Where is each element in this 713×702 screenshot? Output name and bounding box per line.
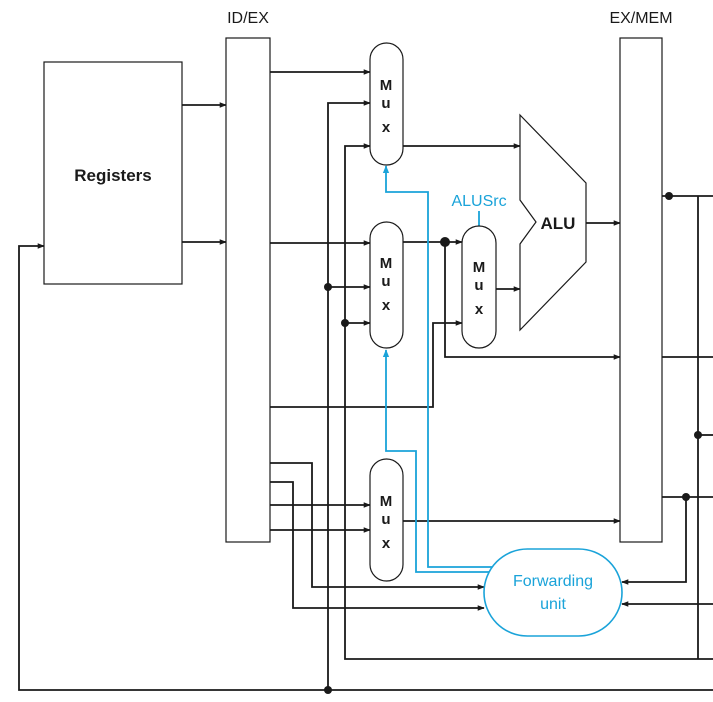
mux-label-m: M (380, 493, 393, 510)
wire-exmem-fwd-a (621, 497, 687, 585)
mux-label-x: x (382, 297, 391, 314)
junction-dot (440, 237, 450, 247)
forwarding-unit-label-2: unit (540, 596, 566, 613)
junction-dot (341, 319, 349, 327)
registers-label: Registers (74, 166, 151, 185)
wire-rs-fwd (270, 462, 485, 590)
wire-imm-alusrc (270, 320, 463, 408)
junction-dot (324, 686, 332, 694)
id-ex-register (225, 37, 271, 543)
wire-exmem-muxA (344, 143, 713, 660)
wire-forwardA (382, 165, 530, 568)
mux-label-u: u (381, 95, 390, 112)
mux-label-x: x (382, 119, 391, 136)
datapath-wires (18, 69, 713, 691)
forwarding-unit-label-1: Forwarding (513, 573, 593, 590)
registers-block (43, 61, 183, 285)
mux-label-x: x (382, 535, 391, 552)
ex-mem-label: EX/MEM (609, 10, 672, 27)
junction-dot (324, 283, 332, 291)
junction-dot (682, 493, 690, 501)
mux-label-x: x (475, 301, 484, 318)
mux-label-u: u (474, 277, 483, 294)
forwarding-unit (483, 548, 623, 637)
junction-dot (665, 192, 673, 200)
mux-label-m: M (473, 259, 486, 276)
junction-dots (324, 192, 702, 694)
alusrc-label: ALUSrc (451, 193, 506, 210)
wire-rt-fwd (270, 481, 485, 611)
wire-forwardB (382, 349, 516, 573)
alu-label: ALU (541, 214, 576, 233)
id-ex-label: ID/EX (227, 10, 269, 27)
mux-label-u: u (381, 273, 390, 290)
alu-block (519, 113, 587, 332)
wire-wb-muxA (327, 100, 371, 690)
mux-write-register (369, 458, 404, 582)
ex-mem-register (619, 37, 663, 543)
mux-label-m: M (380, 255, 393, 272)
mux-forward-a (369, 42, 404, 166)
wire-writeback-regs (18, 243, 713, 691)
junction-dot (694, 431, 702, 439)
forwarding-control-wires (382, 165, 530, 573)
mux-label-u: u (381, 511, 390, 528)
mux-label-m: M (380, 77, 393, 94)
mux-forward-b (369, 221, 404, 349)
wire-muxB-exmem (444, 242, 621, 360)
mux-alusrc (461, 225, 497, 349)
